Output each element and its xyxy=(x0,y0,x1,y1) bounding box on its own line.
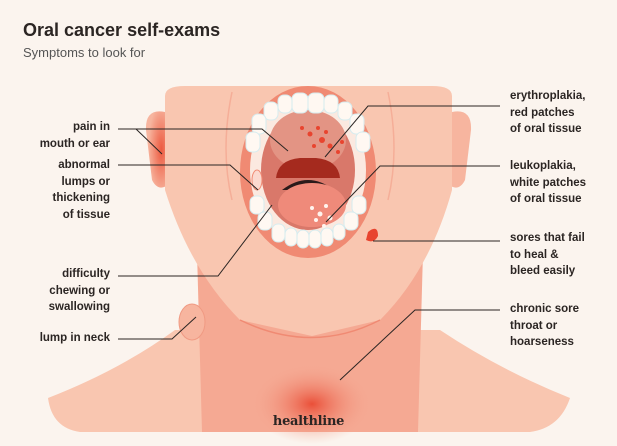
label-line: swallowing xyxy=(48,301,110,314)
label-difficulty-swallowing: difficulty chewing or swallowing xyxy=(49,266,110,316)
label-line: abnormal xyxy=(58,159,110,171)
label-line: lumps or xyxy=(61,175,110,188)
label-line: erythroplakia, xyxy=(510,90,586,102)
neck-lump xyxy=(178,303,206,341)
throat-back xyxy=(276,158,340,178)
label-line: leukoplakia, xyxy=(510,160,576,172)
label-line: bleed easily xyxy=(510,265,576,278)
page-title: Oral cancer self-exams xyxy=(23,20,221,40)
label-line: sores that fail xyxy=(510,232,585,244)
label-line: chewing or xyxy=(49,284,110,297)
label-line: of tissue xyxy=(62,209,110,222)
red-patches xyxy=(300,126,344,154)
label-leukoplakia: leukoplakia, white patches of oral tissu… xyxy=(510,158,586,208)
label-abnormal-lumps: abnormal lumps or thickening of tissue xyxy=(52,157,110,224)
label-line: throat or xyxy=(510,319,558,332)
label-pain-mouth-ear: pain in mouth or ear xyxy=(40,119,110,152)
right-ear xyxy=(449,111,472,188)
label-erythroplakia: erythroplakia, red patches of oral tissu… xyxy=(510,88,585,138)
label-line: to heal & xyxy=(510,248,559,261)
label-line: hoarseness xyxy=(510,336,574,349)
label-lump-in-neck: lump in neck xyxy=(40,330,110,347)
brand-logo: healthline xyxy=(272,414,345,429)
label-line: difficulty xyxy=(62,268,110,280)
label-line: pain in xyxy=(72,121,110,133)
label-sores: sores that fail to heal & bleed easily xyxy=(510,230,585,280)
label-line: thickening xyxy=(52,192,110,205)
label-chronic-sore-throat: chronic sore throat or hoarseness xyxy=(510,301,579,351)
mouth-sore xyxy=(366,228,378,242)
throat-redness xyxy=(252,364,372,444)
label-line: of oral tissue xyxy=(510,123,582,136)
lower-teeth xyxy=(249,195,367,249)
label-line: white patches xyxy=(510,176,587,189)
tongue xyxy=(278,183,346,227)
abnormal-lump xyxy=(251,169,263,191)
label-line: red patches xyxy=(510,106,575,119)
label-line: chronic sore xyxy=(510,303,580,315)
label-line: mouth or ear xyxy=(39,137,110,150)
page-subtitle: Symptoms to look for xyxy=(23,45,146,60)
label-line: lump in neck xyxy=(39,332,110,344)
label-line: of oral tissue xyxy=(510,193,582,206)
leader-lines xyxy=(118,105,500,381)
